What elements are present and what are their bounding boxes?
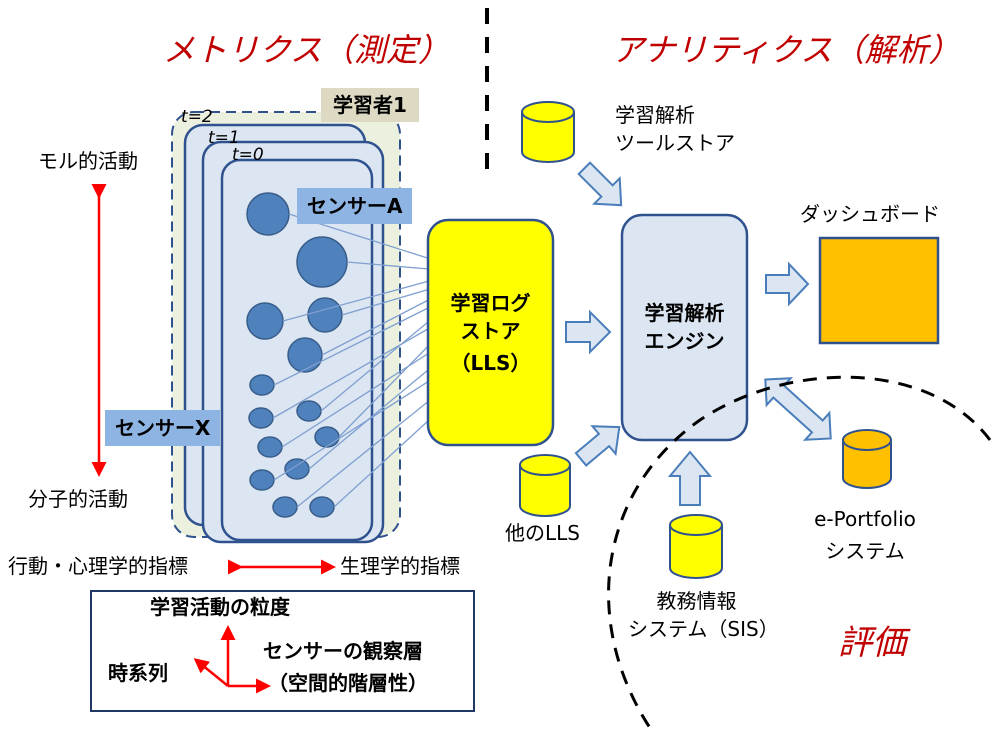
engine-label-line1: 学習解析 [644,301,725,325]
sis-label-line2: システム（SIS） [628,617,779,641]
toolstore-label-line2: ツールストア [615,131,735,155]
other-lls-label: 他のLLS [505,521,580,545]
legend-time-series: 時系列 [108,661,168,685]
sis-to-engine-arrow [667,450,713,506]
time-label-t1: t=1 [208,128,240,148]
sensor-a-label: センサーA [297,188,413,224]
engine-box [620,213,749,442]
engine-label-line2: エンジン [644,329,725,353]
lls-label-line2: ストア [460,319,521,343]
sensor-circle [287,337,323,373]
legend-axes [193,625,271,694]
sis-label-line1: 教務情報 [656,589,737,613]
eportfolio-label-line2: システム [825,539,905,563]
toolstore-to-engine-arrow [577,161,623,207]
molar-activity-label: モル的活動 [38,149,138,173]
eportfolio-label-line1: e-Portfolio [814,507,916,531]
lls-box [426,218,555,447]
evaluation-label: 評価 [838,623,906,663]
time-label-t2: t=2 [181,107,213,127]
sensor-circle [309,496,335,518]
sensor-circle [296,236,348,288]
lls-label-line1: 学習ログ [450,291,531,315]
sensor-circle [296,400,322,422]
sensor-circle [272,496,298,518]
legend-box [90,590,475,712]
sensor-data-arrows [272,213,440,508]
otherlls-to-engine-arrow [574,425,621,467]
block-arrows [565,161,832,506]
sis-cylinder [669,514,723,579]
eportfolio-cylinder [842,429,892,489]
sensor-circle [284,458,310,480]
legend-granularity: 学習活動の粒度 [150,595,290,619]
analytics-title: アナリティクス（解析） [612,31,961,69]
lls-to-engine-arrow [565,309,612,355]
legend-spatial-hierarchy: （空間的階層性） [268,671,428,695]
time-label-t0: t=0 [232,145,264,165]
sensor-circle [248,407,274,429]
otherlls-cylinder [519,454,571,517]
learner-label: 学習者1 [321,88,419,122]
dashboard-label: ダッシュボード [800,202,940,226]
toolstore-cylinder [521,101,575,163]
dashboard-box [818,236,940,345]
sensor-circle [314,426,340,448]
metrics-title: メトリクス（測定） [163,31,451,69]
sensor-circle [257,436,283,458]
lls-label-line3: （LLS） [450,351,531,375]
molecular-activity-label: 分子的活動 [28,487,128,511]
toolstore-label-line1: 学習解析 [615,103,695,127]
sensor-circle [249,469,275,491]
sensor-circle [246,302,284,340]
sensor-circle [307,297,343,333]
sensor-circle [246,192,290,236]
physiological-indicator-label: 生理学的指標 [340,554,460,578]
legend-observation-layer: センサーの観察層 [263,639,423,663]
engine-to-dashboard-arrow [765,261,810,307]
sensor-x-label: センサーX [105,410,221,446]
sensor-circle [249,374,275,396]
behavioral-indicator-label: 行動・心理学的指標 [8,554,188,578]
evaluation-boundary [607,375,992,729]
